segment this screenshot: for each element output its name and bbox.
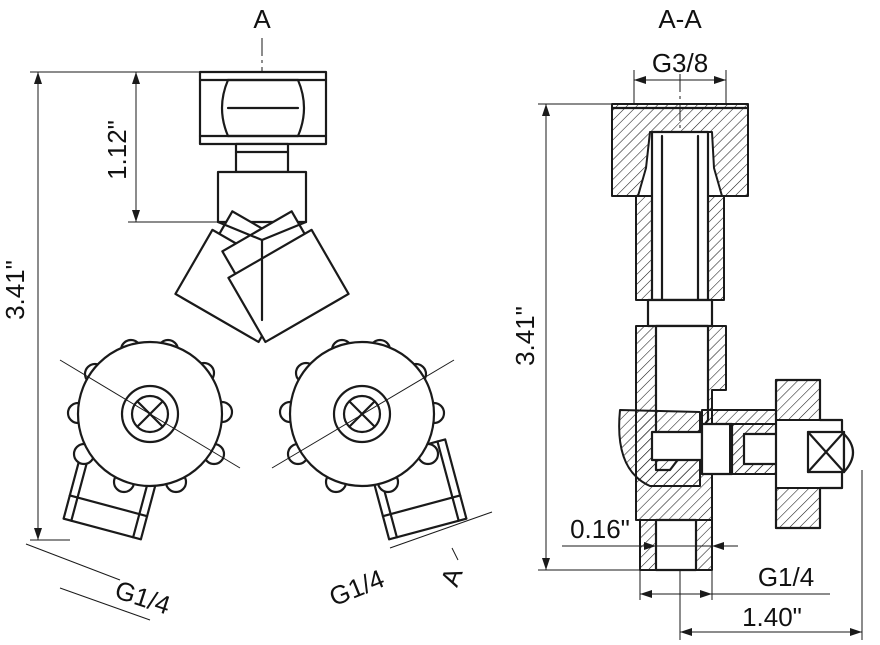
dim-top-thread-text: G3/8 (652, 48, 708, 78)
dim-wall-text: 0.16" (570, 514, 630, 544)
hex-nut (198, 70, 328, 146)
dim-port-section (639, 570, 830, 600)
section-mark: A (434, 563, 468, 590)
dim-height-section (538, 103, 640, 571)
dim-port-right-text: G1/4 (325, 563, 389, 612)
dim-height-neck (128, 71, 218, 223)
dim-port-left-leader (25, 543, 121, 581)
dim-port-section-text: G1/4 (758, 562, 814, 592)
dim-port-right-leader (389, 511, 493, 549)
dim-top-thread (633, 70, 727, 104)
right-branch (221, 210, 350, 344)
right-knob (271, 338, 455, 494)
dim-width-section-text: 1.40" (742, 602, 802, 632)
front-view (25, 38, 493, 621)
dim-port-left-text: G1/4 (111, 574, 174, 620)
neck (234, 142, 290, 174)
dim-width-section (679, 470, 863, 640)
view-label-front: A (253, 4, 271, 34)
dim-height-section-text: 3.41" (510, 306, 540, 366)
section-view (538, 70, 863, 640)
view-label-section: A-A (658, 4, 702, 34)
dim-height-front-text: 3.41" (0, 260, 30, 320)
left-knob (59, 338, 241, 494)
dim-wall (562, 542, 738, 550)
dim-height-neck-text: 1.12" (102, 120, 132, 180)
